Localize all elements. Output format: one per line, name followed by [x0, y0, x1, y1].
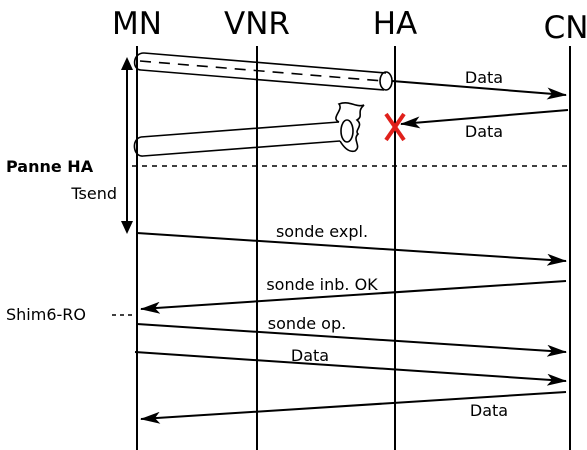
tunnel-broken	[133, 102, 365, 157]
arrow-data-ha-cn	[391, 80, 567, 100]
label-data-after-out: Data	[291, 346, 329, 365]
arrow-data-after-in	[140, 391, 567, 424]
entity-vnr: VNR	[224, 6, 290, 42]
label-probe-explore: sonde expl.	[276, 222, 368, 241]
arrow-probe-explore	[136, 232, 567, 266]
arrow-probe-op	[136, 323, 567, 357]
failure-cross-icon	[384, 112, 406, 142]
entity-ha: HA	[373, 6, 418, 42]
tsend-arrow-top-icon	[121, 57, 133, 70]
label-data-after-in: Data	[470, 401, 508, 420]
label-shim6: Shim6-RO	[6, 305, 86, 324]
entity-cn: CN	[544, 10, 587, 46]
label-probe-inbound: sonde inb. OK	[266, 275, 378, 294]
arrow-probe-inbound	[140, 280, 567, 314]
tsend-arrow-bottom-icon	[121, 221, 133, 234]
label-tsend: Tsend	[70, 184, 117, 203]
label-data-in: Data	[465, 122, 503, 141]
label-data-out: Data	[465, 68, 503, 87]
arrow-data-after-out	[134, 351, 567, 386]
entity-mn: MN	[112, 6, 162, 42]
tunnel-mn-ha	[133, 52, 393, 91]
label-probe-op: sonde op.	[268, 314, 346, 333]
label-failure: Panne HA	[6, 157, 94, 176]
arrow-data-cn-ha	[400, 109, 569, 129]
